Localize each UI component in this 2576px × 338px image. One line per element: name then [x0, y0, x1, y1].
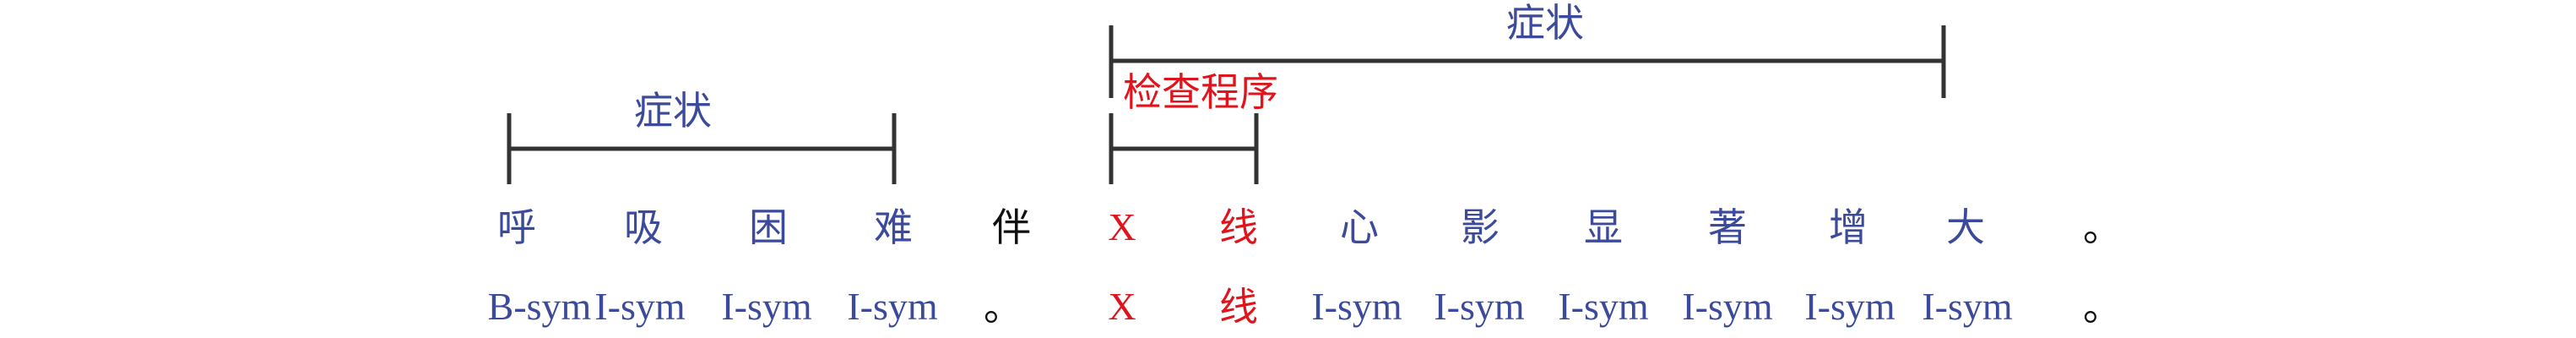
char-token: 。	[2083, 204, 2122, 250]
entity-label-exam-procedure: 检查程序	[1123, 69, 1278, 115]
char-token: 著	[1708, 204, 1747, 250]
bio-tag: I-sym	[1558, 285, 1649, 328]
bio-tag: I-sym	[1922, 285, 2013, 328]
bio-tag: 。	[984, 284, 1022, 330]
bio-tag: I-sym	[1682, 285, 1773, 328]
bio-tag: I-sym	[1434, 285, 1525, 328]
bio-tag: B-sym	[487, 285, 592, 328]
bio-tag: 。	[2083, 284, 2122, 330]
char-token: 吸	[624, 204, 663, 250]
bracket-symptom-left	[507, 113, 897, 184]
char-token: 难	[874, 204, 913, 250]
char-token: 线	[1219, 204, 1258, 250]
char-token: X	[1108, 205, 1136, 248]
bio-tag: I-sym	[1311, 285, 1402, 328]
bio-tag: 线	[1219, 284, 1258, 330]
char-token: 增	[1829, 204, 1868, 250]
char-token: 心	[1340, 204, 1379, 250]
char-token: 影	[1461, 204, 1500, 250]
bio-tag: I-sym	[721, 285, 812, 328]
bio-tag: X	[1108, 285, 1136, 328]
char-token: 大	[1946, 204, 1985, 250]
bio-tag: I-sym	[594, 285, 686, 328]
entity-label-symptom-left: 症状	[634, 88, 712, 134]
bio-tag: I-sym	[847, 285, 938, 328]
bracket-symptom-right	[1109, 25, 1946, 98]
bio-tag: I-sym	[1804, 285, 1895, 328]
char-token: 显	[1584, 204, 1623, 250]
char-token: 困	[749, 204, 788, 250]
char-token: 呼	[497, 204, 536, 250]
char-token: 伴	[992, 204, 1031, 250]
bracket-exam-procedure	[1109, 113, 1259, 184]
entity-label-symptom-right: 症状	[1506, 0, 1584, 46]
